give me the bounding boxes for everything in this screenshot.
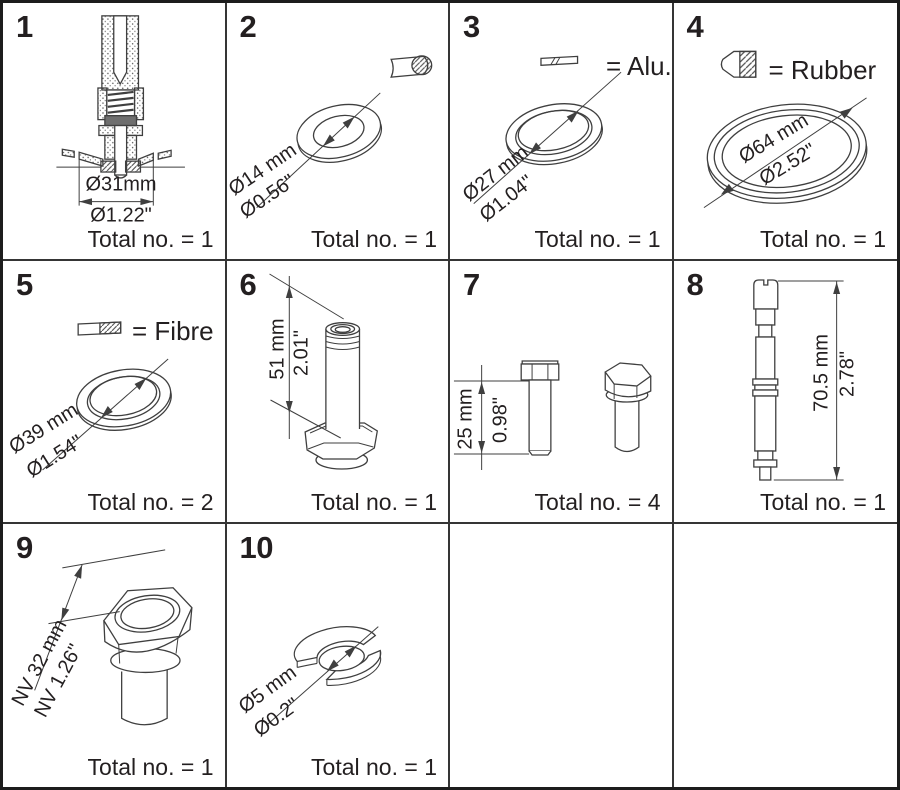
gland-tube-drawing (268, 273, 378, 470)
part-number: 7 (463, 267, 480, 302)
part-cell-10: 10 Ø5 mm Ø0.2" Total no. = 1 (226, 524, 450, 787)
hex-cap-drawing (34, 549, 193, 726)
part-number: 5 (16, 267, 33, 302)
alu-section-icon (540, 55, 579, 66)
part-number: 1 (16, 9, 33, 44)
material-legend-label: = Fibre (132, 316, 214, 346)
part-number: 8 (686, 267, 704, 302)
split-cone-ring-drawing (265, 626, 381, 726)
dimension-inch: 2.01" (290, 329, 312, 377)
dimension-mm: 25 mm (454, 388, 477, 450)
total-count: Total no. = 1 (311, 489, 437, 515)
dimension-mm: Ø31mm (85, 173, 157, 196)
part-number: 4 (686, 9, 704, 44)
spindle-drawing (751, 279, 844, 481)
material-legend-label: = Alu. (606, 51, 672, 81)
part-cell-9: 9 NV 32 mm NV 1.26" Total no. = 1 (3, 524, 227, 787)
hex-bolts-drawing (453, 360, 652, 470)
part-cell-2: 2 Ø14 mm Ø0.56" Total no. = 1 (226, 3, 450, 261)
rubber-ring-drawing (703, 50, 867, 209)
dimension-inch: 0.98" (489, 396, 512, 444)
dimension-inch: 2.78" (836, 350, 858, 398)
empty-cell (450, 524, 674, 787)
total-count: Total no. = 1 (311, 226, 437, 252)
total-count: Total no. = 2 (87, 489, 214, 515)
part-number: 9 (16, 530, 33, 565)
part-number: 6 (239, 267, 257, 302)
dimension-mm: 70.5 mm (810, 334, 832, 412)
total-count: Total no. = 1 (87, 754, 214, 780)
material-legend-label: = Rubber (768, 55, 877, 85)
part-cell-8: 8 70.5 mm 2.78" Total no. = 1 (673, 261, 897, 524)
part-cell-5: 5 = Fibre Ø39 mm Ø1.54" Total no. = 2 (3, 261, 227, 524)
washer-drawing (255, 55, 432, 208)
part-cell-4: 4 = Rubber Ø64 mm Ø2.52" Total no. = 1 (673, 3, 897, 261)
total-count: Total no. = 1 (760, 489, 886, 515)
part-cell-3: 3 = Alu. Ø27 mm Ø1.04" Total no. = 1 (450, 3, 674, 261)
valve-cross-section-drawing (56, 15, 185, 206)
total-count: Total no. = 1 (311, 754, 437, 780)
part-number: 2 (239, 9, 257, 44)
total-count: Total no. = 1 (760, 226, 886, 252)
fibre-gasket-drawing (42, 321, 172, 471)
washer-section-icon (389, 55, 432, 78)
total-count: Total no. = 4 (534, 489, 661, 515)
part-cell-7: 7 25 mm 0.98" Total no. = 4 (450, 261, 674, 524)
part-cell-1: 1 Ø31mm Ø1.22" Total no. = 1 (3, 3, 227, 261)
empty-cell (673, 524, 897, 787)
dimension-inch: Ø1.22" (90, 204, 152, 227)
part-number: 3 (463, 9, 480, 44)
fibre-section-icon (77, 321, 122, 336)
dimension-mm: 51 mm (266, 318, 288, 380)
part-cell-6: 6 51 mm 2.01" Total no. = 1 (226, 261, 450, 524)
alu-gasket-drawing (473, 55, 622, 205)
total-count: Total no. = 1 (534, 226, 661, 252)
rubber-section-icon (720, 50, 756, 78)
part-number: 10 (239, 530, 274, 565)
total-count: Total no. = 1 (87, 226, 214, 252)
